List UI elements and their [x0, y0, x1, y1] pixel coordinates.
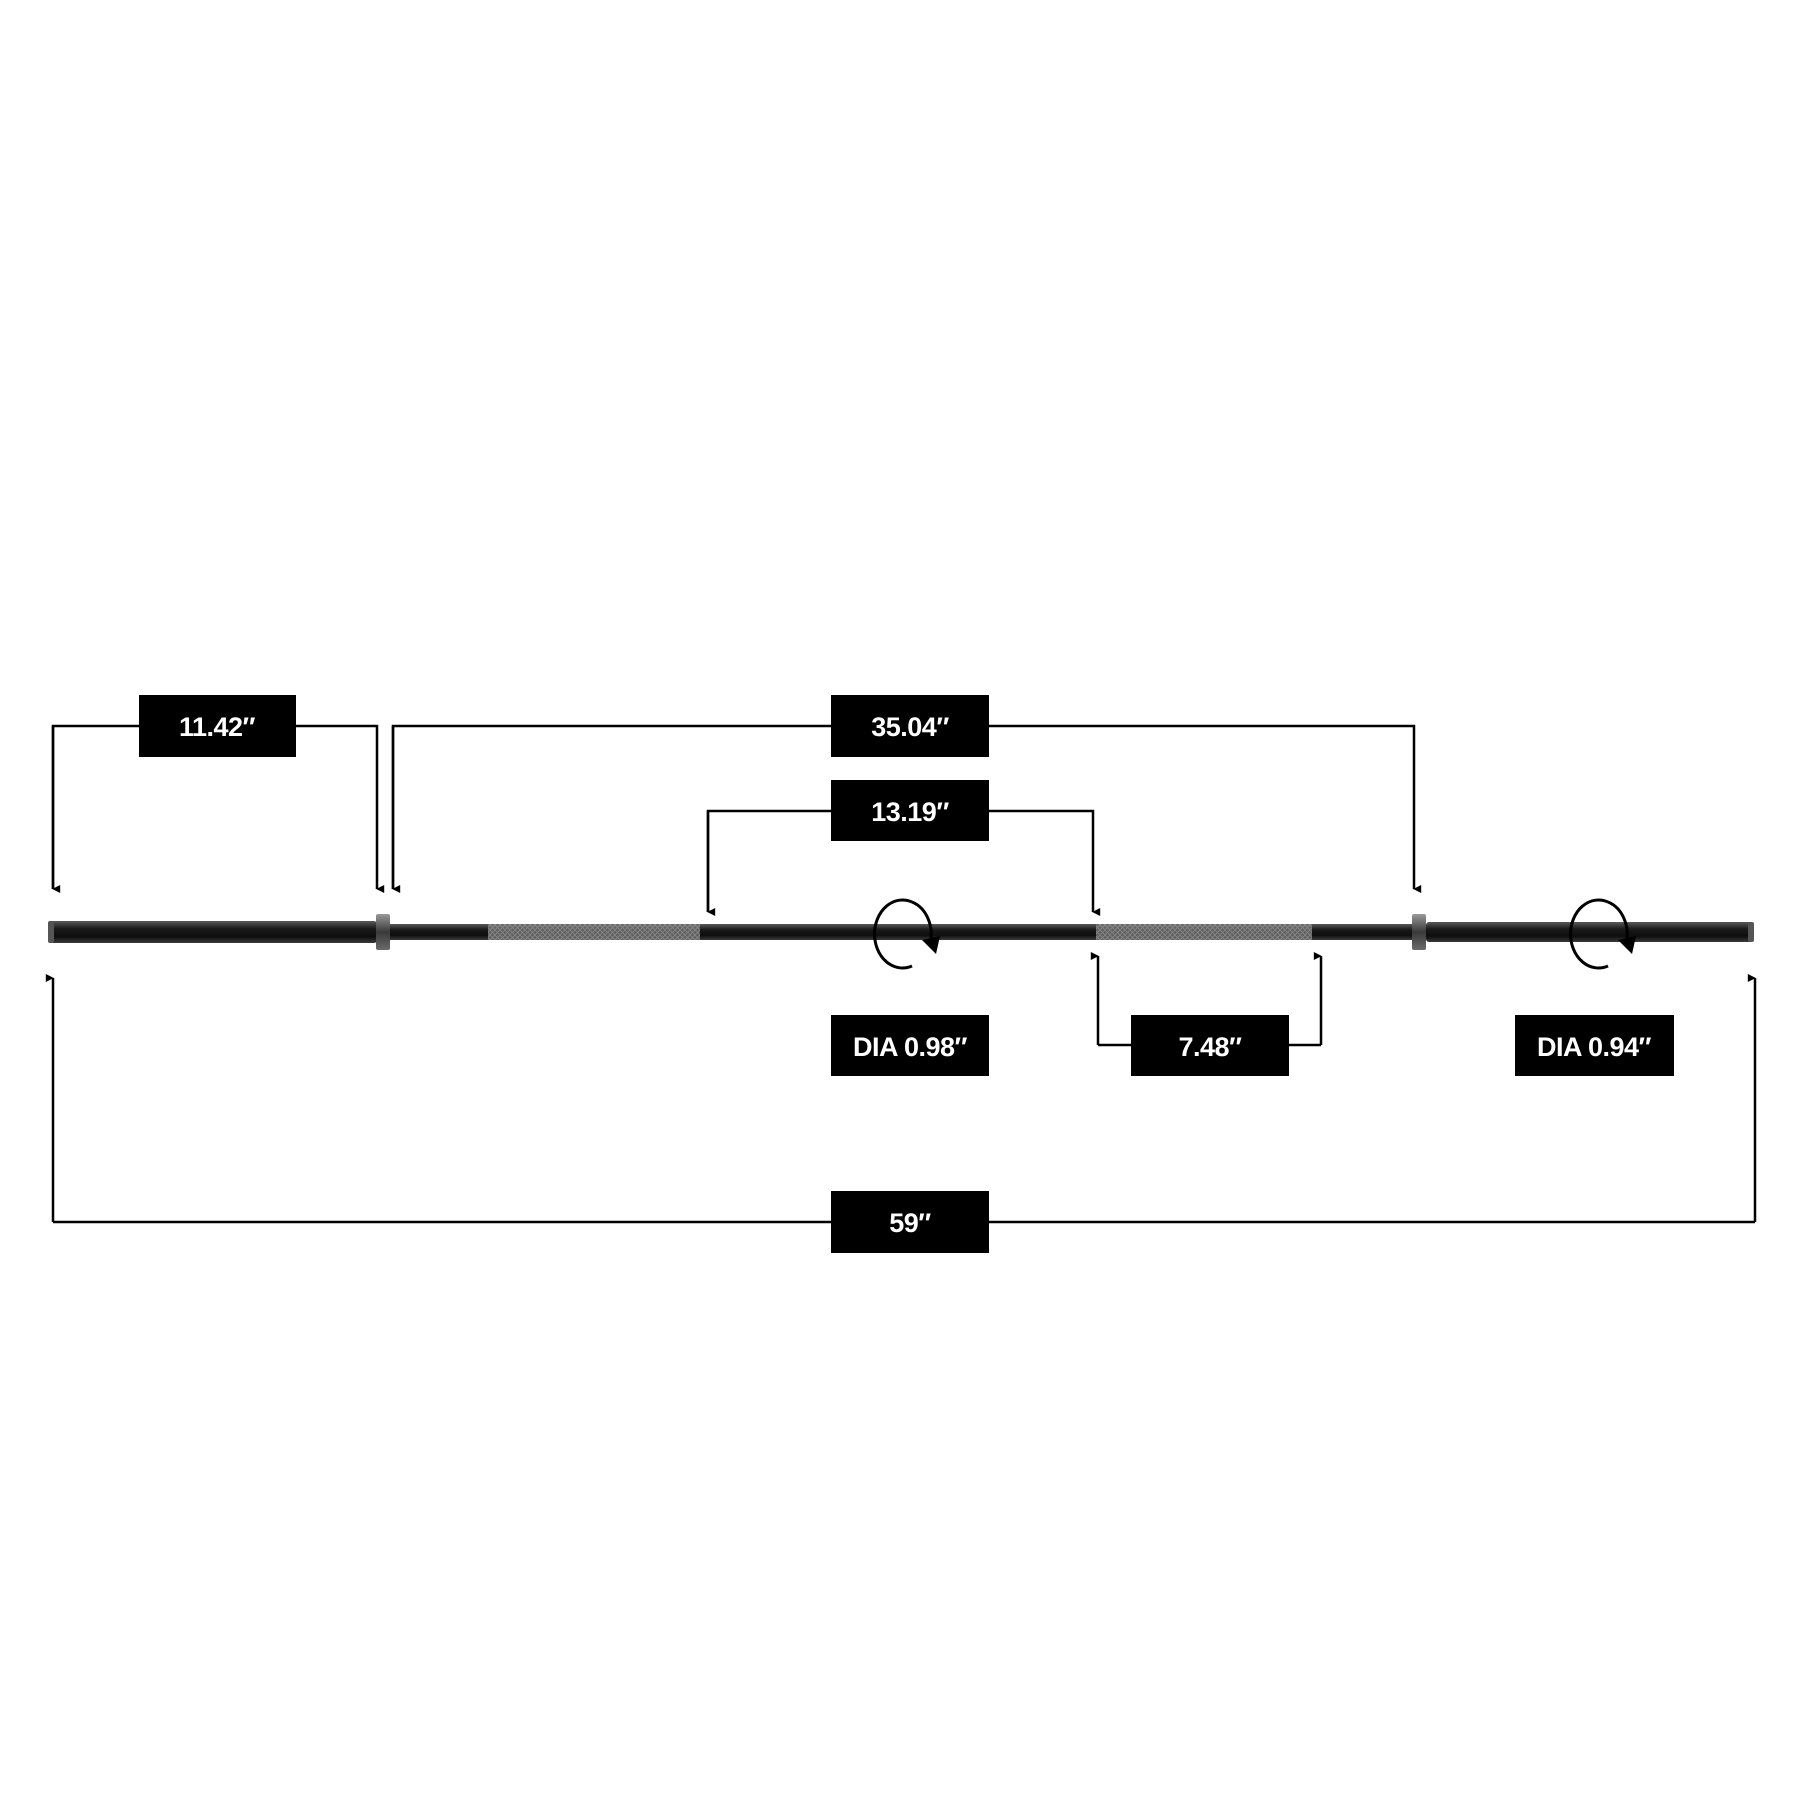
- label-sleeve-diameter-text: DIA 0.94″: [1537, 1032, 1652, 1062]
- left-collar: [376, 914, 390, 950]
- label-center-span: 13.19″: [831, 780, 989, 841]
- left-knurl: [488, 924, 700, 940]
- label-grip-length-text: 7.48″: [1179, 1032, 1243, 1062]
- right-sleeve: [1426, 922, 1753, 942]
- dimension-total-length: [45, 974, 1757, 1224]
- label-total-length-text: 59″: [889, 1208, 931, 1238]
- rotation-arrow-icon: [1569, 898, 1636, 970]
- right-knurl: [1096, 924, 1312, 940]
- label-center-span-text: 13.19″: [871, 797, 949, 827]
- label-collar-span-text: 35.04″: [871, 712, 949, 742]
- right-collar: [1412, 914, 1426, 950]
- label-collar-span: 35.04″: [831, 695, 989, 757]
- label-total-length: 59″: [831, 1191, 989, 1253]
- rotation-arrow-icon: [873, 898, 940, 970]
- label-grip-length: 7.48″: [1131, 1015, 1289, 1076]
- barbell: [48, 914, 1754, 950]
- label-sleeve-diameter: DIA 0.94″: [1515, 1015, 1674, 1076]
- label-sleeve-length-text: 11.42″: [179, 712, 256, 742]
- label-shaft-diameter-text: DIA 0.98″: [853, 1032, 968, 1062]
- label-shaft-diameter: DIA 0.98″: [831, 1015, 989, 1076]
- left-sleeve: [49, 921, 377, 943]
- right-end-cap: [1748, 922, 1754, 942]
- left-end-cap: [48, 921, 54, 943]
- label-sleeve-length: 11.42″: [139, 695, 296, 757]
